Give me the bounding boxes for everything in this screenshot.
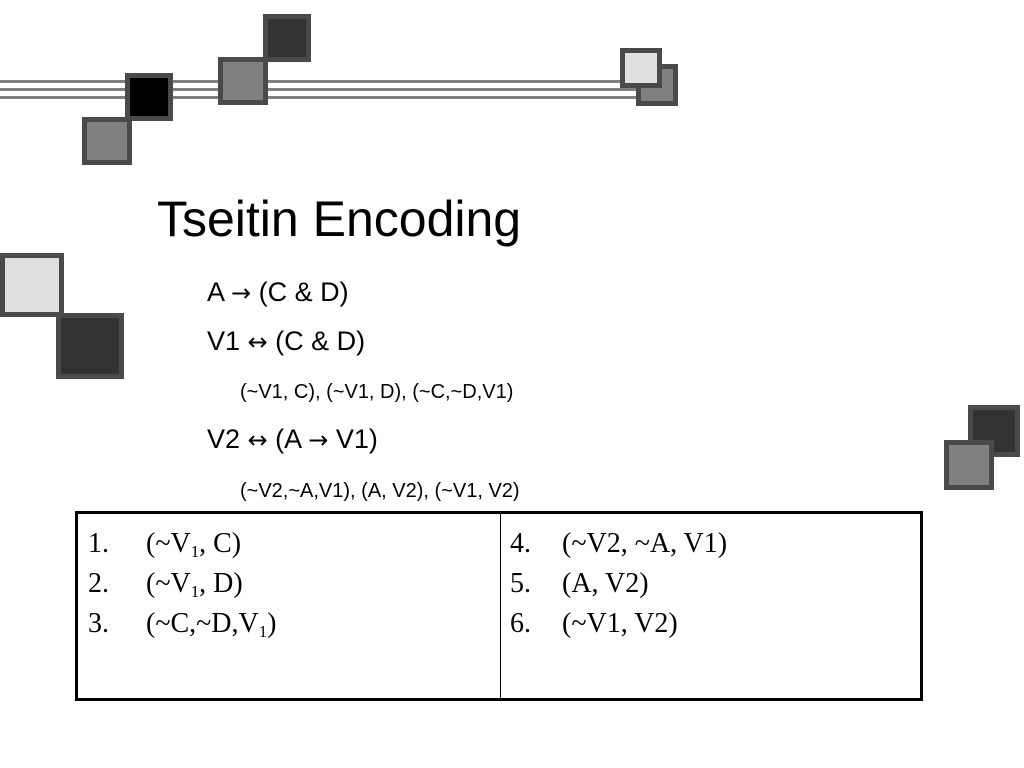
implies-arrow: → bbox=[308, 426, 329, 454]
decor-square bbox=[218, 57, 268, 105]
decor-line bbox=[0, 88, 660, 91]
decor-square bbox=[0, 253, 64, 317]
decor-square bbox=[82, 117, 132, 165]
formula-lhs: A bbox=[207, 277, 224, 307]
clause-number: 4. bbox=[510, 528, 531, 559]
decor-line bbox=[0, 96, 660, 99]
formula-lhs: V1 bbox=[207, 326, 241, 356]
clause-text: (A, V2) bbox=[562, 568, 649, 599]
clause-subscript: 1 bbox=[190, 582, 200, 602]
column-divider bbox=[500, 514, 501, 698]
formula-line: V1 ↔ (C & D) bbox=[207, 325, 365, 358]
decor-line bbox=[0, 80, 660, 83]
clause-column-left: 1.(~V1, C) 2.(~V1, D) 3.(~C,~D,V1) bbox=[88, 524, 276, 644]
clause-list: (~V1, C), (~V1, D), (~C,~D,V1) bbox=[240, 381, 514, 403]
formula-lhs: V2 bbox=[207, 424, 241, 454]
clause-number: 6. bbox=[510, 608, 531, 639]
clause-list: (~V2,~A,V1), (A, V2), (~V1, V2) bbox=[240, 480, 520, 502]
formula-rhs: (C & D) bbox=[258, 277, 349, 307]
clause-text: (~V bbox=[146, 568, 191, 599]
clause-text: (~V1, V2) bbox=[562, 608, 678, 639]
clause-number: 1. bbox=[88, 528, 109, 559]
decor-square bbox=[56, 313, 124, 379]
clause-text: (~V bbox=[146, 528, 191, 559]
clause-number: 3. bbox=[88, 608, 109, 639]
iff-arrow: ↔ bbox=[247, 328, 268, 356]
clause-number: 2. bbox=[88, 568, 109, 599]
clause-subscript: 1 bbox=[190, 542, 200, 562]
clause-row: 4. (~V2, ~A, V1) bbox=[510, 524, 727, 564]
clause-row: 6. (~V1, V2) bbox=[510, 604, 727, 644]
formula-rhs-close: V1) bbox=[335, 424, 378, 454]
clause-text: (~V2, ~A, V1) bbox=[562, 528, 728, 559]
clause-text: (~C,~D,V bbox=[146, 608, 259, 639]
clause-row: 1. (~V1, C) bbox=[88, 524, 276, 564]
clause-table: 1.(~V1, C) 2.(~V1, D) 3.(~C,~D,V1) 4.(~V… bbox=[75, 511, 923, 701]
decor-square bbox=[263, 14, 311, 62]
clause-row: 2. (~V1, D) bbox=[88, 564, 276, 604]
clause-number: 5. bbox=[510, 568, 531, 599]
slide-title: Tseitin Encoding bbox=[157, 191, 522, 247]
decor-square bbox=[125, 73, 173, 121]
clause-text: , D) bbox=[199, 568, 243, 599]
clause-text: ) bbox=[267, 608, 277, 639]
decor-square bbox=[620, 48, 662, 88]
clause-row: 3. (~C,~D,V1) bbox=[88, 604, 276, 644]
iff-arrow: ↔ bbox=[247, 426, 268, 454]
formula-rhs-open: (A bbox=[275, 424, 301, 454]
formula-line: A → (C & D) bbox=[207, 276, 349, 309]
implies-arrow: → bbox=[231, 279, 252, 307]
clause-column-right: 4. (~V2, ~A, V1) 5. (A, V2) 6. (~V1, V2) bbox=[510, 524, 727, 644]
formula-line: V2 ↔ (A → V1) bbox=[207, 423, 378, 456]
clause-text: , C) bbox=[199, 528, 242, 559]
clause-row: 5. (A, V2) bbox=[510, 564, 727, 604]
decor-square bbox=[944, 440, 994, 490]
clause-subscript: 1 bbox=[258, 622, 268, 642]
formula-rhs: (C & D) bbox=[275, 326, 366, 356]
